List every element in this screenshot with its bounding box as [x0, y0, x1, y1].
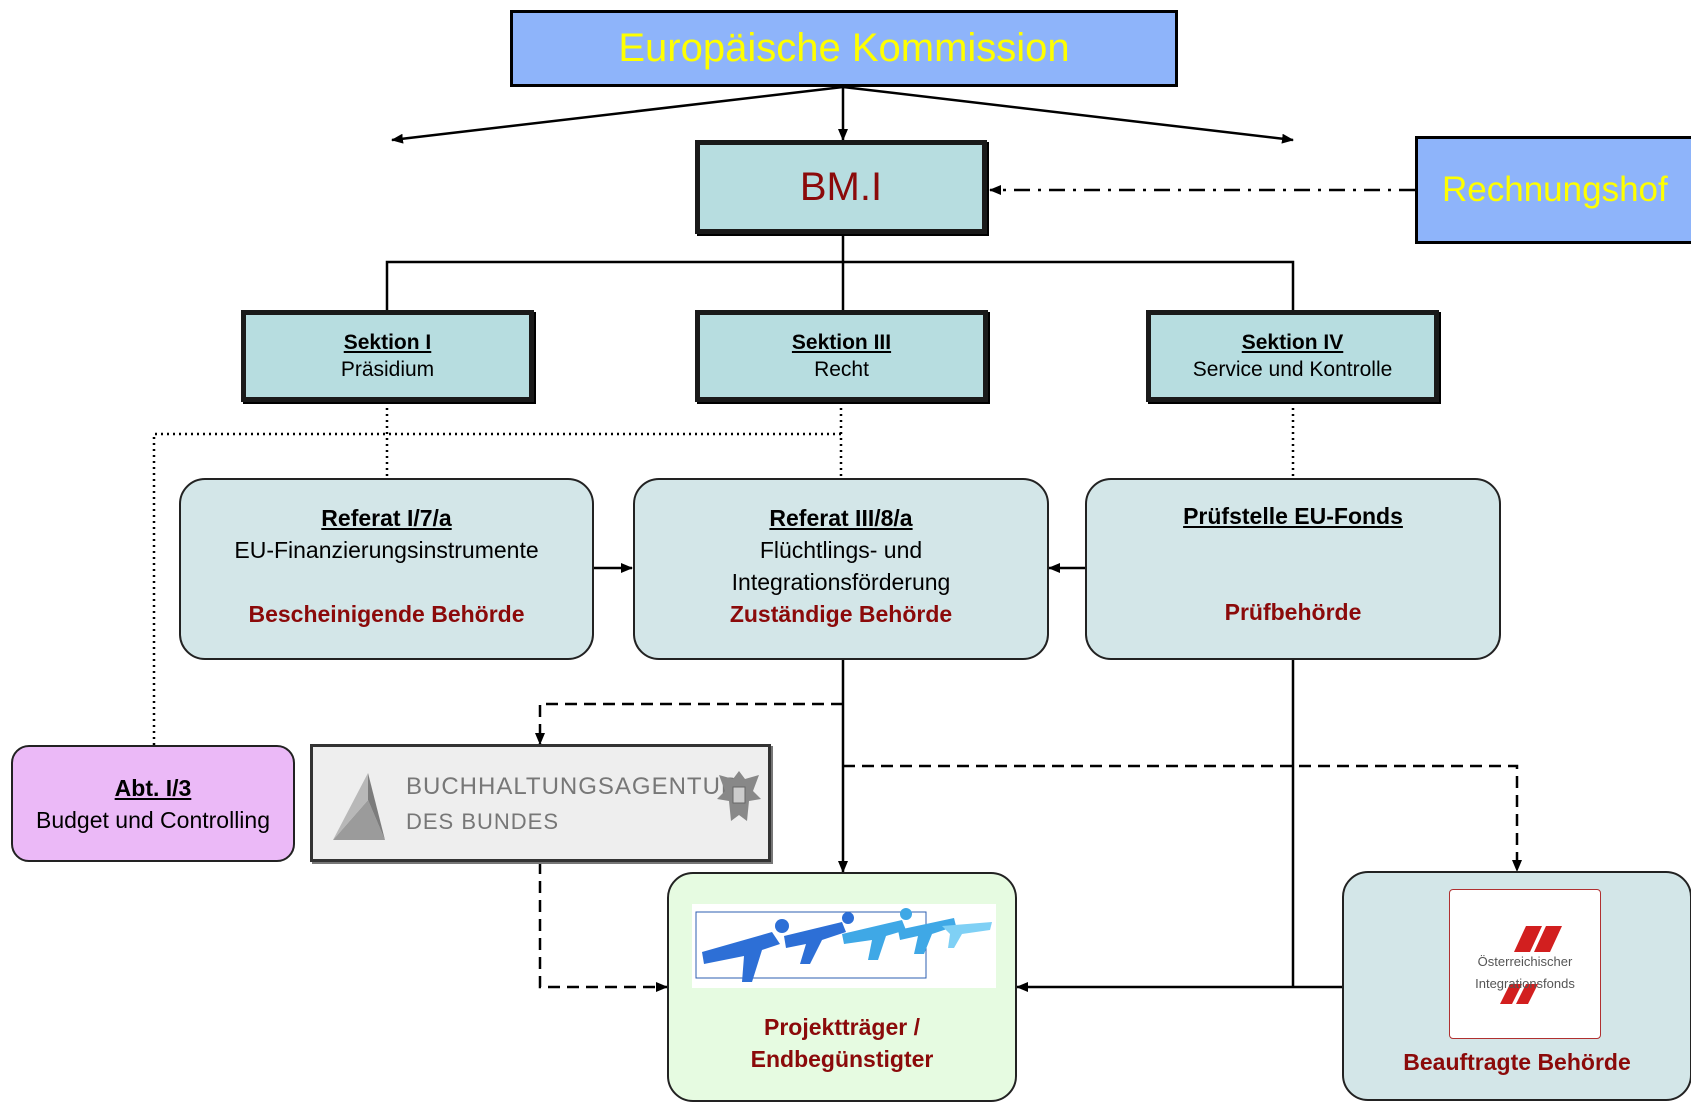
pruefstelle-box: Prüfstelle EU-Fonds Prüfbehörde [1085, 478, 1501, 660]
rechnungshof-label: Rechnungshof [1442, 170, 1668, 209]
referat-i7a-role: Bescheinigende Behörde [248, 601, 525, 627]
abt-i3-box: Abt. I/3 Budget und Controlling [11, 745, 295, 862]
sektion-1-subtitle: Präsidium [340, 358, 435, 381]
referat-iii8a-role: Zuständige Behörde [729, 601, 953, 627]
triangle-logo-icon [333, 773, 385, 840]
integrationsfonds-logo-line1: Österreichischer [1477, 954, 1573, 969]
integrationsfonds-slash-icon [1500, 926, 1562, 1004]
sektion-1-box: Sektion I Präsidium [241, 310, 534, 402]
abt-i3-title: Abt. I/3 [114, 774, 192, 801]
referat-i7a-title: Referat I/7/a [321, 505, 452, 531]
bmi-box: BM.I [695, 140, 987, 234]
buchhaltungsagentur-line2: DES BUNDES [406, 809, 560, 834]
referat-iii8a-line1: Flüchtlings- und [759, 537, 923, 563]
integrationsfonds-logo: Österreichischer Integrationsfonds [1449, 889, 1601, 1039]
bmi-label: BM.I [799, 164, 883, 209]
abt-i3-subtitle: Budget und Controlling [36, 806, 270, 833]
projekttraeger-line1: Projektträger / [764, 1014, 920, 1040]
referat-iii8a-line2: Integrationsförderung [731, 569, 951, 595]
buchhaltungsagentur-line1: BUCHHALTUNGSAGENTUR [406, 773, 740, 800]
eu-commission-box: Europäische Kommission [510, 10, 1178, 87]
integrationsfonds-logo-line2: Integrationsfonds [1475, 976, 1575, 991]
pruefstelle-role: Prüfbehörde [1224, 599, 1362, 625]
sektion-3-box: Sektion III Recht [695, 310, 988, 402]
referat-iii8a-box: Referat III/8/a Flüchtlings- und Integra… [633, 478, 1049, 660]
sektion-4-box: Sektion IV Service und Kontrolle [1146, 310, 1439, 402]
integrationsfonds-role: Beauftragte Behörde [1403, 1049, 1631, 1075]
referat-i7a-box: Referat I/7/a EU-Finanzierungsinstrument… [179, 478, 594, 660]
eu-commission-label: Europäische Kommission [618, 26, 1070, 70]
referat-i7a-description: EU-Finanzierungsinstrumente [234, 537, 539, 563]
sektion-4-subtitle: Service und Kontrolle [1192, 358, 1393, 381]
sektion-1-title: Sektion I [343, 331, 432, 354]
sektion-3-title: Sektion III [791, 331, 892, 354]
referat-iii8a-title: Referat III/8/a [769, 505, 913, 531]
pruefstelle-title: Prüfstelle EU-Fonds [1183, 503, 1403, 529]
integrationsfonds-box: Österreichischer Integrationsfonds Beauf… [1342, 871, 1691, 1101]
projekttraeger-box: Projektträger / Endbegünstigter [667, 872, 1017, 1102]
sektion-4-title: Sektion IV [1241, 331, 1344, 354]
eagle-crest-icon [717, 771, 761, 821]
rechnungshof-box: Rechnungshof [1415, 136, 1691, 244]
buchhaltungsagentur-logo: BUCHHALTUNGSAGENTUR DES BUNDES [310, 744, 771, 862]
people-logo-icon [692, 904, 996, 988]
projekttraeger-line2: Endbegünstigter [750, 1046, 934, 1072]
sektion-3-subtitle: Recht [814, 358, 869, 381]
